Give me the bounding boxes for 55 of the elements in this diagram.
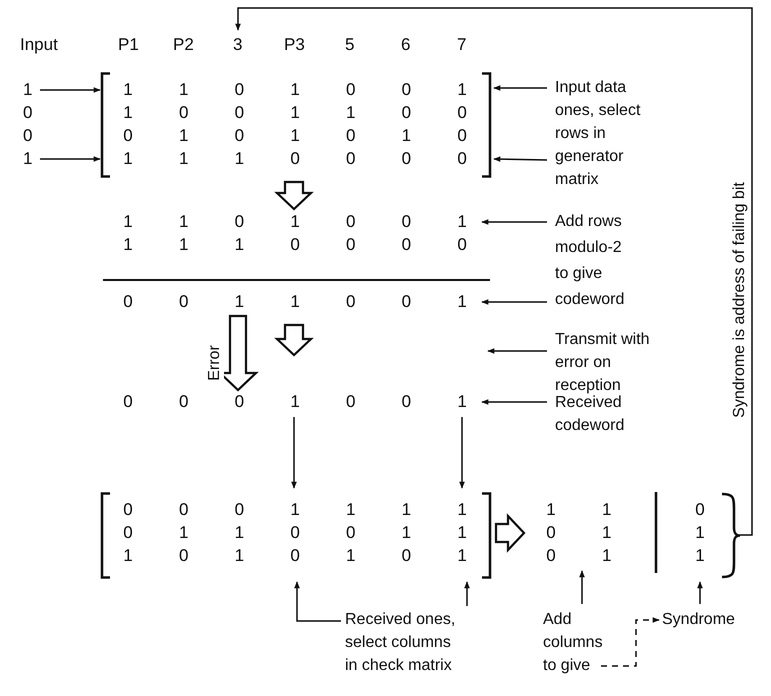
bit-row: 1 1 — [546, 499, 612, 521]
bit-row: 0 1 1 0 0 1 1 — [123, 522, 467, 544]
annotation-text: Add columns to give — [543, 608, 613, 677]
input-bit: 1 — [23, 148, 34, 170]
annotation-text: Received ones, select columns in check matrix — [345, 608, 457, 677]
column-header: 5 — [345, 34, 354, 56]
bit-row: 0 0 1 1 0 0 1 — [115, 291, 475, 313]
arrow — [481, 299, 547, 305]
arrow — [487, 348, 547, 354]
arrow — [459, 417, 465, 489]
bit-row: 0 0 0 1 1 1 1 — [123, 499, 467, 521]
block-arrow — [274, 180, 314, 211]
input-bit: 0 — [23, 102, 32, 124]
column-header: 7 — [457, 34, 466, 56]
arrow — [235, 7, 753, 536]
column-header: P2 — [173, 34, 194, 56]
bit-row: 0 — [695, 499, 705, 521]
bit-row: 0 1 — [546, 545, 612, 567]
edge-label: Error — [206, 345, 224, 381]
arrow — [40, 156, 101, 162]
arrow — [481, 219, 547, 225]
bit-row: 1 1 0 1 0 0 1 — [123, 79, 467, 101]
arrow — [481, 399, 547, 405]
arrow — [579, 570, 585, 604]
input-bit: 0 — [23, 125, 32, 147]
column-header: 3 — [233, 34, 244, 56]
bit-row: 0 1 — [546, 522, 612, 544]
input-bit: 1 — [23, 79, 34, 101]
arrow — [294, 581, 341, 622]
column-header: P3 — [284, 34, 305, 56]
block-arrow — [494, 513, 526, 553]
bit-row: 0 0 0 1 0 0 1 — [115, 391, 475, 413]
annotation-text: Syndrome — [662, 608, 752, 631]
bit-row: 1 — [695, 545, 705, 567]
bit-row: 1 0 1 0 1 0 1 — [123, 545, 467, 567]
annotation-text: Add rows modulo-2 to give codeword — [555, 209, 633, 313]
arrow — [464, 581, 470, 606]
arrow — [40, 87, 101, 93]
bit-row: 1 1 0 1 0 0 1 — [123, 211, 467, 233]
edge-label: Syndrome is address of failing bit — [731, 182, 749, 418]
arrow — [493, 85, 547, 91]
bit-row: 0 1 0 1 0 1 0 — [123, 125, 467, 147]
column-header: P1 — [118, 34, 139, 56]
bit-row: 1 1 1 0 0 0 0 — [123, 234, 467, 256]
dashed-arrow — [601, 617, 660, 667]
bit-row: 1 1 1 0 0 0 0 — [123, 148, 467, 170]
column-header: Input — [20, 34, 58, 56]
arrow — [697, 581, 703, 604]
bit-row: 1 0 0 1 1 0 0 — [123, 102, 467, 124]
annotation-text: Input data ones, select rows in generator matrix — [555, 76, 651, 191]
arrow — [493, 156, 548, 162]
block-arrow — [274, 324, 314, 357]
arrow — [291, 417, 297, 489]
bit-row: 1 — [695, 522, 705, 544]
column-header: 6 — [401, 34, 410, 56]
